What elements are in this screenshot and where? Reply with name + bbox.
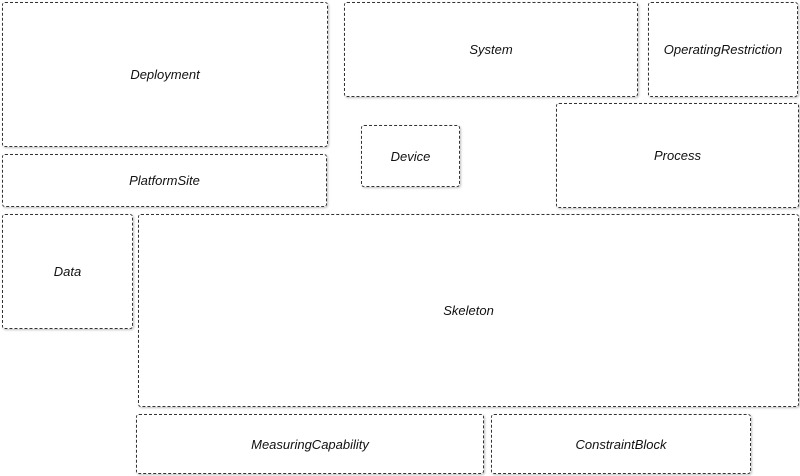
operating-restriction-label: OperatingRestriction <box>663 42 783 57</box>
deployment-label: Deployment <box>130 67 200 82</box>
data-block[interactable]: Data <box>2 214 133 329</box>
operating-restriction-block[interactable]: OperatingRestriction <box>648 2 798 97</box>
constraint-block-label: ConstraintBlock <box>575 436 667 452</box>
device-block[interactable]: Device <box>361 125 460 187</box>
device-label: Device <box>390 148 431 164</box>
measuring-capability-label: MeasuringCapability <box>251 436 369 452</box>
system-block[interactable]: System <box>344 2 638 97</box>
process-block[interactable]: Process <box>556 103 799 208</box>
deployment-block[interactable]: Deployment <box>2 2 328 147</box>
platform-site-label: PlatformSite <box>129 173 200 188</box>
skeleton-block[interactable]: Skeleton <box>138 214 799 407</box>
measuring-capability-block[interactable]: MeasuringCapability <box>136 414 484 474</box>
skeleton-label: Skeleton <box>443 303 494 318</box>
platform-site-block[interactable]: PlatformSite <box>2 154 327 207</box>
system-label: System <box>469 42 513 57</box>
process-label: Process <box>654 148 701 163</box>
data-label: Data <box>53 264 82 279</box>
constraint-block-block[interactable]: ConstraintBlock <box>491 414 751 474</box>
